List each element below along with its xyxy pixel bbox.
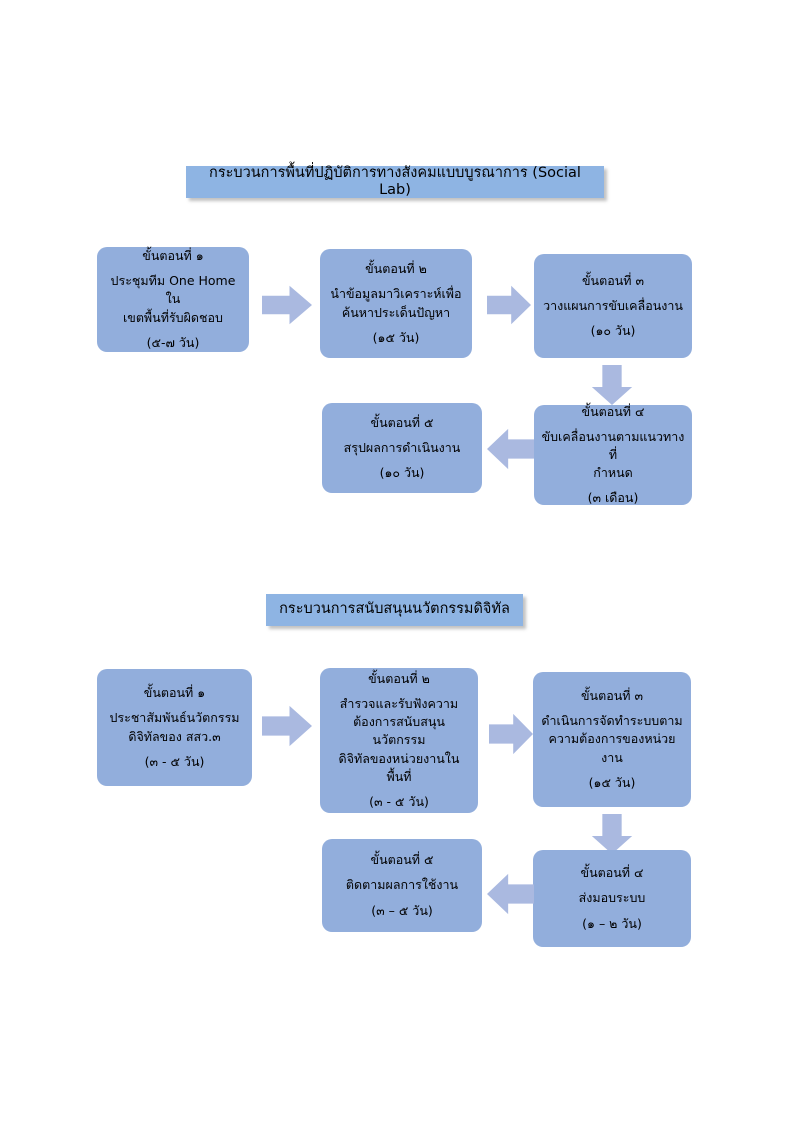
step-body: ดำเนินการจัดทำระบบตามความต้องการของหน่วย… xyxy=(541,713,683,765)
digital-step-2: ขั้นตอนที่ ๒ สำรวจและรับฟังความต้องการสน… xyxy=(320,668,478,813)
step-title: ขั้นตอนที่ ๔ xyxy=(581,403,645,419)
step-duration: (๑ – ๒ วัน) xyxy=(582,915,642,931)
step-title: ขั้นตอนที่ ๑ xyxy=(142,248,204,264)
step-title: ขั้นตอนที่ ๒ xyxy=(365,261,427,277)
step-duration: (๕-๗ วัน) xyxy=(146,334,200,350)
step-title: ขั้นตอนที่ ๒ xyxy=(368,671,430,687)
step-title: ขั้นตอนที่ ๓ xyxy=(581,272,645,288)
step-title: ขั้นตอนที่ ๕ xyxy=(370,414,434,430)
step-title: ขั้นตอนที่ ๕ xyxy=(370,852,434,868)
digital-arrow-2-3 xyxy=(489,713,533,755)
social-lab-step-5: ขั้นตอนที่ ๕ สรุปผลการดำเนินงาน (๑๐ วัน) xyxy=(322,403,482,493)
section-title-digital-innovation: กระบวนการสนับสนุนนวัตกรรมดิจิทัล xyxy=(266,594,523,626)
step-duration: (๓ - ๕ วัน) xyxy=(369,793,429,809)
digital-arrow-3-4 xyxy=(591,814,633,854)
step-body: สรุปผลการดำเนินงาน xyxy=(343,439,461,455)
digital-step-5: ขั้นตอนที่ ๕ ติดตามผลการใช้งาน (๓ – ๕ วั… xyxy=(322,839,482,932)
social-lab-step-1: ขั้นตอนที่ ๑ ประชุมทีม One Home ในเขตพื้… xyxy=(97,247,249,352)
step-body: ประชุมทีม One Home ในเขตพื้นที่รับผิดชอบ xyxy=(110,273,236,325)
social-lab-arrow-3-4 xyxy=(591,365,633,405)
step-duration: (๓ เดือน) xyxy=(587,490,639,506)
step-title: ขั้นตอนที่ ๑ xyxy=(143,685,206,701)
social-lab-step-3: ขั้นตอนที่ ๓ วางแผนการขับเคลื่อนงาน (๑๐ … xyxy=(534,254,692,358)
social-lab-arrow-4-5 xyxy=(487,428,534,470)
step-duration: (๑๕ วัน) xyxy=(372,329,420,345)
step-body: ส่งมอบระบบ xyxy=(578,890,646,906)
step-body: ขับเคลื่อนงานตามแนวทางที่กำหนด xyxy=(541,428,685,481)
social-lab-arrow-2-3 xyxy=(487,285,531,325)
step-duration: (๑๐ วัน) xyxy=(590,323,636,339)
step-body: นำข้อมูลมาวิเคราะห์เพื่อค้นหาประเด็นปัญห… xyxy=(330,286,462,320)
step-body: ติดตามผลการใช้งาน xyxy=(345,877,459,893)
step-body: ประชาสัมพันธ์นวัตกรรมดิจิทัลของ สสว.๓ xyxy=(109,710,240,744)
digital-step-1: ขั้นตอนที่ ๑ ประชาสัมพันธ์นวัตกรรมดิจิทั… xyxy=(97,669,252,786)
social-lab-step-2: ขั้นตอนที่ ๒ นำข้อมูลมาวิเคราะห์เพื่อค้น… xyxy=(320,249,472,358)
digital-step-3: ขั้นตอนที่ ๓ ดำเนินการจัดทำระบบตามความต้… xyxy=(533,672,691,807)
step-duration: (๑๐ วัน) xyxy=(379,465,425,481)
social-lab-step-4: ขั้นตอนที่ ๔ ขับเคลื่อนงานตามแนวทางที่กำ… xyxy=(534,403,692,506)
social-lab-arrow-1-2 xyxy=(262,285,312,325)
step-duration: (๓ – ๕ วัน) xyxy=(371,902,433,918)
step-duration: (๑๕ วัน) xyxy=(588,774,636,790)
step-title: ขั้นตอนที่ ๓ xyxy=(580,688,644,704)
digital-step-4: ขั้นตอนที่ ๔ ส่งมอบระบบ (๑ – ๒ วัน) xyxy=(533,850,691,947)
step-duration: (๓ - ๕ วัน) xyxy=(144,753,205,769)
step-body: สำรวจและรับฟังความต้องการสนับสนุนนวัตกรร… xyxy=(338,696,460,784)
step-body: วางแผนการขับเคลื่อนงาน xyxy=(543,297,683,313)
section-title-social-lab: กระบวนการพื้นที่ปฏิบัติการทางสังคมแบบบูร… xyxy=(186,165,604,198)
digital-arrow-4-5 xyxy=(487,873,534,915)
digital-arrow-1-2 xyxy=(262,705,312,747)
step-title: ขั้นตอนที่ ๔ xyxy=(580,865,644,881)
